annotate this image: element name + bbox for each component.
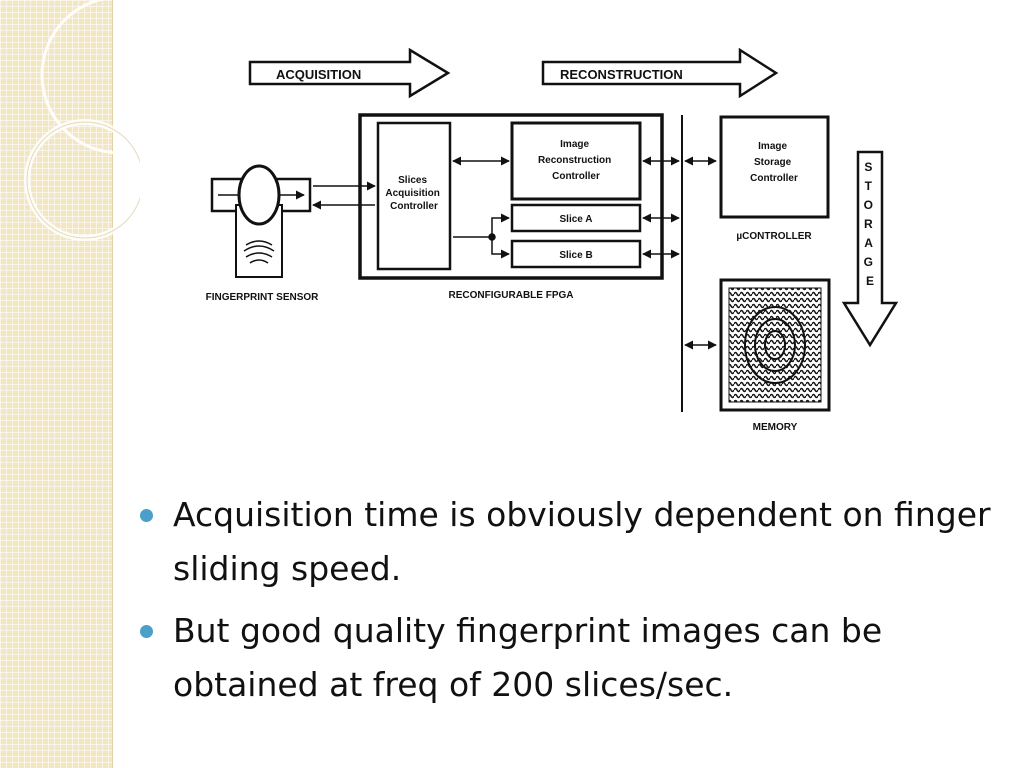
fpga-internal-links (452, 156, 510, 259)
memory-block: MEMORY (719, 278, 831, 433)
bullet-text: But good quality fingerprint images can … (173, 611, 883, 704)
fingerprint-sensor: FINGERPRINT SENSOR (206, 164, 320, 303)
bullet-dot-icon (140, 509, 153, 522)
fpga-bus-links (642, 115, 717, 412)
image-reconstruction-controller: Image Reconstruction Controller (538, 139, 614, 182)
bullet-text: Acquisition time is obviously dependent … (173, 495, 991, 588)
bullet-list: Acquisition time is obviously dependent … (140, 488, 1000, 720)
slice-b: Slice B (559, 250, 592, 261)
bullet-dot-icon (140, 625, 153, 638)
image-storage-controller: Image Storage Controller (750, 141, 798, 184)
reconstruction-label: RECONSTRUCTION (560, 67, 683, 82)
slices-acquisition-controller: Slices Acquisition Controller (385, 175, 442, 212)
reconfigurable-fpga-block: Slices Acquisition Controller Image Reco… (358, 113, 664, 301)
acquisition-label: ACQUISITION (276, 67, 361, 82)
ucontroller-label: µCONTROLLER (736, 231, 812, 242)
slice-a: Slice A (560, 214, 593, 225)
fingerprint-sensor-label: FINGERPRINT SENSOR (206, 292, 320, 303)
microcontroller-block: Image Storage Controller µCONTROLLER (719, 115, 830, 242)
acquisition-arrow: ACQUISITION (248, 47, 451, 99)
storage-arrow: S T O R A G E (841, 150, 899, 348)
decorative-rings (24, 0, 140, 241)
sensor-fpga-links (312, 181, 376, 210)
bullet-item: Acquisition time is obviously dependent … (140, 488, 1000, 596)
reconstruction-arrow: RECONSTRUCTION (541, 47, 779, 99)
bullet-item: But good quality fingerprint images can … (140, 604, 1000, 712)
storage-label: S T O R A G E (864, 160, 877, 288)
memory-label: MEMORY (753, 422, 798, 433)
fingerprint-system-diagram: ACQUISITION RECONSTRUCTION Slices Acquis… (206, 47, 899, 433)
fpga-label: RECONFIGURABLE FPGA (449, 290, 574, 301)
